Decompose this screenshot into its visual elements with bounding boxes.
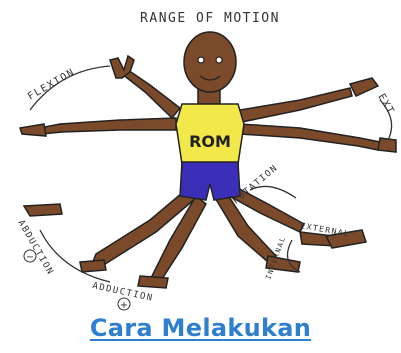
illustration-title: RANGE OF MOTION — [140, 11, 280, 26]
blue-shorts — [180, 162, 240, 200]
label-extension: EXT — [375, 92, 396, 117]
svg-text:+: + — [120, 300, 128, 311]
range-of-motion-illustration: RANGE OF MOTION ROM — [0, 0, 401, 318]
caption-container: Cara Melakukan — [0, 314, 401, 350]
label-flexion: FLEXION — [26, 67, 77, 103]
shirt-text: ROM — [189, 132, 231, 151]
caption-link[interactable]: Cara Melakukan — [90, 314, 311, 342]
plus-symbol: + — [118, 298, 130, 311]
svg-text:−: − — [26, 252, 34, 263]
label-abduction: ABDUCTION — [15, 219, 55, 278]
minus-symbol: − — [24, 250, 36, 263]
